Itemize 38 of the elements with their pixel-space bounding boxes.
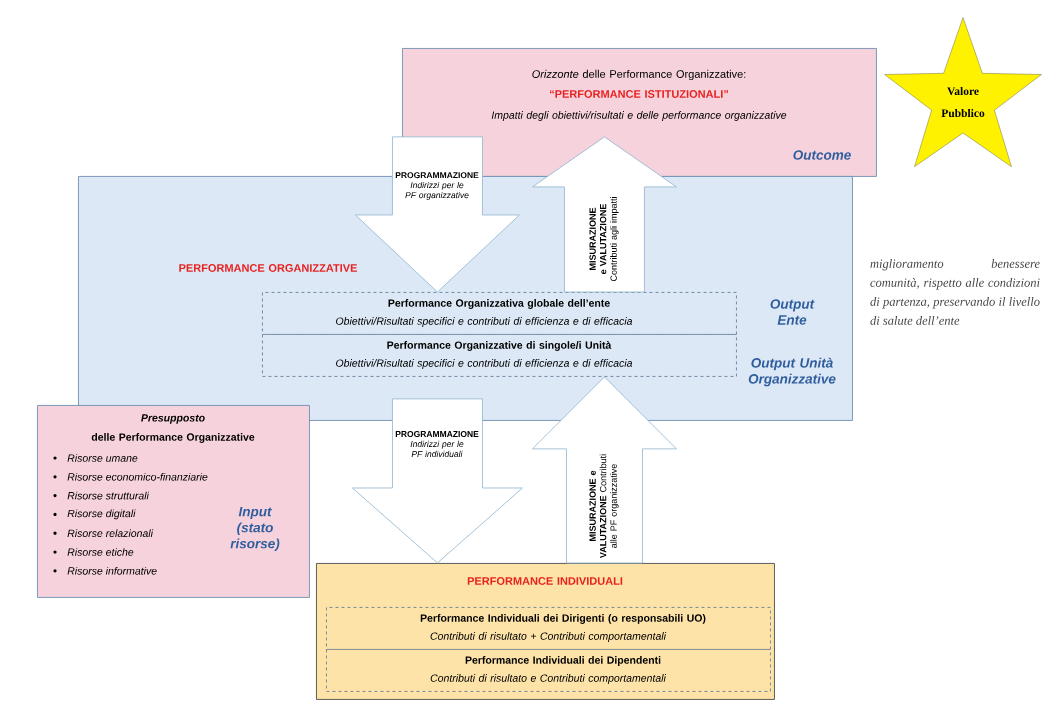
individual-panel [316, 562, 775, 700]
description-text: Contributi di risultato + Contributi comportamentali [430, 632, 667, 642]
list-item: Risorse economico-finanziarie [67, 472, 208, 481]
title-text: PERFORMANCE ORGANIZZATIVE [179, 264, 357, 272]
list-item: Risorse relazionali [67, 529, 154, 538]
heading-text: Presupposto [141, 414, 205, 424]
list-item: Risorse digitali [67, 509, 136, 520]
list-item: Risorse etiche [67, 548, 134, 556]
description-text: Obiettivi/Risultati specifici e contributi di efficienza e di efficacia [336, 317, 633, 327]
heading-text: Performance Individuali dei Dipendenti [465, 656, 661, 666]
output-box [262, 292, 815, 335]
input-panel [37, 405, 310, 598]
side-label: Outcome [793, 150, 851, 160]
heading-text: Performance Individuali dei Dirigenti (o responsabili UO) [420, 614, 706, 624]
note-text: miglioramento benessere comunità, rispetto alle condizioni di partenza, preservando il livello di salute dell’ente [870, 259, 1040, 325]
description-text: Impatti degli obiettivi/risultati e delle performance organizzative [491, 111, 787, 121]
edge-label: MISURAZIONE e VALUTAZIONE Contributi agli impatti [588, 188, 620, 290]
side-label: Output Ente [770, 299, 815, 325]
star-shape [884, 17, 1042, 167]
title-text: “PERFORMANCE ISTITUZIONALI” [550, 90, 728, 98]
output-box [262, 334, 836, 387]
output-box [326, 606, 771, 650]
description-text: Obiettivi/Risultati specifici e contributi di efficienza e di efficacia [336, 359, 633, 369]
list-item: Risorse informative [67, 566, 157, 575]
list-item: Risorse umane [67, 454, 138, 462]
list-item: Risorse strutturali [67, 491, 150, 500]
edge-label: PROGRAMMAZIONE Indirizzi per le PF individuali [393, 429, 481, 458]
side-label: Output Unità Organizzative [748, 357, 836, 387]
description-text: Contributi di risultato e Contributi comportamentali [430, 674, 667, 684]
heading-text: Performance Organizzative di singole/i Unità [387, 341, 612, 351]
output-box [326, 648, 771, 692]
star-label: Valore Pubblico [941, 86, 985, 118]
title-text: PERFORMANCE INDIVIDUALI [467, 577, 623, 585]
heading-text: delle Performance Organizzative [91, 433, 255, 443]
side-label: Input (stato risorse) [230, 506, 280, 552]
edge-label: PROGRAMMAZIONE Indirizzi per le PF organizzative [393, 171, 481, 201]
heading-text: Performance Organizzativa globale dell’ente [388, 299, 610, 309]
heading-text: Orizzonte delle Performance Organizzative: [532, 69, 746, 81]
